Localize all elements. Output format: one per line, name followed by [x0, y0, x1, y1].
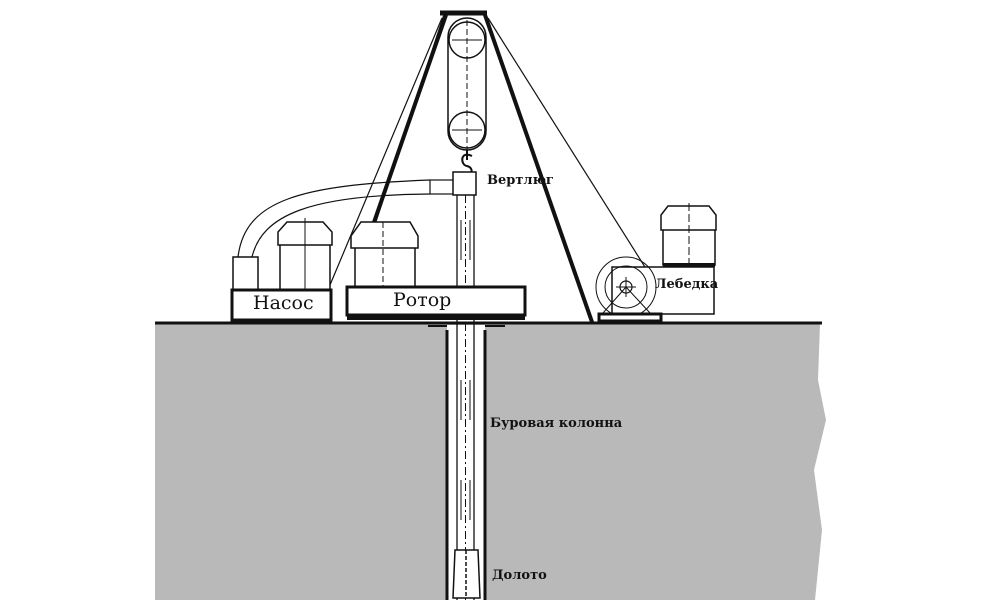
label-rotor: Ротор [393, 289, 452, 311]
label-winch: Лебедка [655, 277, 719, 292]
label-pump: Насос [253, 292, 314, 314]
rotor [345, 221, 527, 320]
mud-hose [237, 179, 455, 258]
label-swivel: Вертлюг [487, 173, 554, 188]
winch [595, 203, 717, 323]
label-drill-string: Буровая колонна [490, 416, 623, 431]
label-bit: Долото [492, 568, 547, 583]
derrick [329, 10, 651, 323]
travelling-block [447, 17, 487, 175]
ground [155, 324, 826, 600]
pump [230, 218, 333, 323]
drill-string [456, 195, 475, 600]
drill-bit [452, 549, 481, 599]
swivel [452, 171, 477, 196]
